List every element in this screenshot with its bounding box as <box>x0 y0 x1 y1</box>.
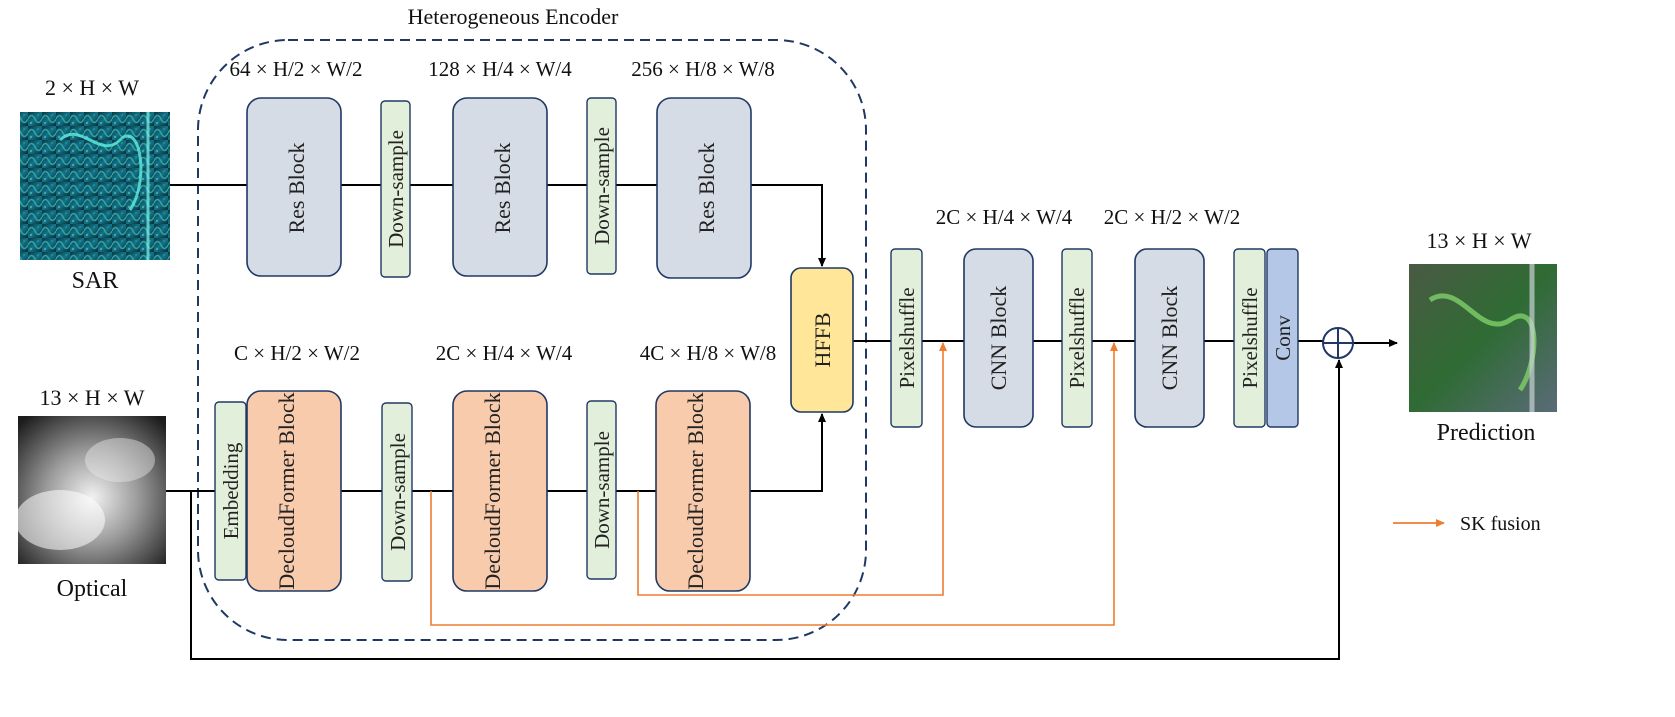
pixelshuffle-1-label: Pixelshuffle <box>895 287 919 388</box>
pixelshuffle-1: Pixelshuffle <box>890 248 923 428</box>
decoder-dim-1: 2C × H/4 × W/4 <box>936 205 1073 229</box>
svg-text:DecloudFormer Block: DecloudFormer Block <box>480 392 505 589</box>
optical-label: Optical <box>57 576 128 602</box>
optical-dim-1: C × H/2 × W/2 <box>234 341 360 365</box>
sum-node <box>1322 327 1354 359</box>
embedding-block: Embedding <box>214 401 247 581</box>
legend: SK fusion <box>1393 513 1541 535</box>
opt-downsample-2: Down-sample <box>586 400 617 580</box>
pixelshuffle-3-label: Pixelshuffle <box>1238 287 1262 388</box>
sar-label: SAR <box>72 268 119 294</box>
sar-image <box>20 112 170 260</box>
decloud-block-1-label: DecloudFormer Block <box>274 392 299 589</box>
cnn-block-2-label: CNN Block <box>1157 286 1182 391</box>
sar-dims: 2 × H × W <box>45 75 139 100</box>
sar-res-block-2-label: Res Block <box>490 142 515 233</box>
opt-downsample-1: Down-sample <box>381 402 413 582</box>
hffb-label: HFFB <box>810 312 835 367</box>
prediction-label: Prediction <box>1437 420 1536 446</box>
pixelshuffle-2: Pixelshuffle <box>1061 248 1093 428</box>
conv-label: Conv <box>1271 315 1295 361</box>
legend-sk-label: SK fusion <box>1460 513 1541 535</box>
sar-dim-2: 128 × H/4 × W/4 <box>428 57 572 81</box>
connections <box>166 184 1398 660</box>
optical-dim-2: 2C × H/4 × W/4 <box>436 341 573 365</box>
sar-res-block-3-label: Res Block <box>694 142 719 233</box>
svg-text:DecloudFormer Block: DecloudFormer Block <box>683 392 708 589</box>
optical-image <box>15 416 166 564</box>
cnn-block-2: CNN Block <box>1134 248 1205 428</box>
sar-res-block-2: Res Block <box>452 97 548 277</box>
pixelshuffle-3: Pixelshuffle <box>1233 248 1266 428</box>
hffb-block: HFFB <box>790 267 854 413</box>
decloud-block-2: DecloudFormer Block <box>452 390 548 592</box>
opt-downsample-1-label: Down-sample <box>386 433 410 551</box>
decloud-block-3-label: DecloudFormer Block <box>683 392 708 589</box>
optical-dims: 13 × H × W <box>39 385 144 410</box>
decloud-block-2-label: DecloudFormer Block <box>480 392 505 589</box>
sar-res-block-1: Res Block <box>246 97 342 277</box>
sk-fusion-lines <box>430 342 1118 626</box>
sar-downsample-1-label: Down-sample <box>384 130 408 248</box>
cnn-block-1: CNN Block <box>963 248 1034 428</box>
sar-dim-1: 64 × H/2 × W/2 <box>230 57 363 81</box>
sar-downsample-2: Down-sample <box>586 97 617 275</box>
decoder-dim-2: 2C × H/2 × W/2 <box>1104 205 1240 229</box>
decloud-block-1: DecloudFormer Block <box>246 390 342 592</box>
sar-res-block-3: Res Block <box>656 97 752 279</box>
decloud-block-3: DecloudFormer Block <box>655 390 751 592</box>
cnn-block-1-label: CNN Block <box>986 286 1011 391</box>
svg-text:DecloudFormer Block: DecloudFormer Block <box>274 392 299 589</box>
optical-dim-3: 4C × H/8 × W/8 <box>640 341 776 365</box>
prediction-dims: 13 × H × W <box>1426 228 1531 253</box>
opt-downsample-2-label: Down-sample <box>590 431 614 549</box>
encoder-title: Heterogeneous Encoder <box>408 4 619 29</box>
pixelshuffle-2-label: Pixelshuffle <box>1065 287 1089 388</box>
embedding-label: Embedding <box>219 442 243 539</box>
sar-dim-3: 256 × H/8 × W/8 <box>631 57 774 81</box>
sar-downsample-2-label: Down-sample <box>590 127 614 245</box>
conv-block: Conv <box>1266 248 1299 428</box>
sar-res-block-1-label: Res Block <box>284 142 309 233</box>
sar-downsample-1: Down-sample <box>380 100 411 278</box>
prediction-image <box>1409 264 1557 412</box>
